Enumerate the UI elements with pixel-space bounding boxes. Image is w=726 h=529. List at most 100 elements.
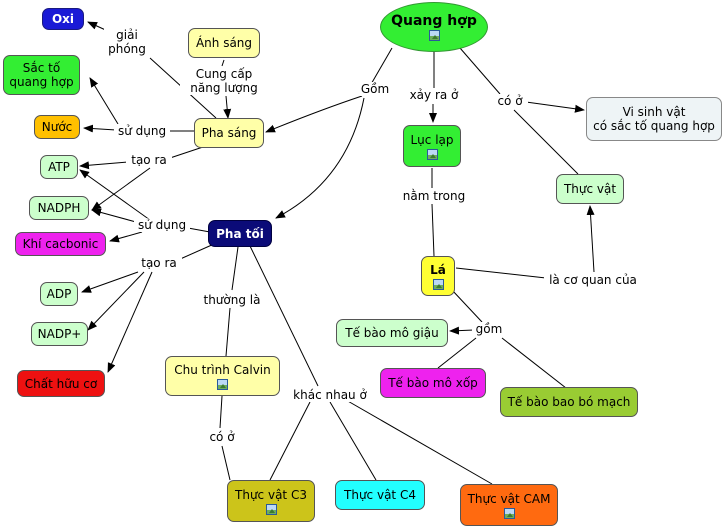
link-label-tao-ra-1: tạo ra: [126, 153, 172, 167]
edge-cungcap-phasang: [223, 95, 232, 119]
node-thuc-vat-c3-label: Thực vật C3: [235, 487, 307, 502]
node-thuc-vat-c3[interactable]: Thực vật C3: [227, 480, 315, 522]
link-label-khac-nhau-o: khác nhau ở: [290, 388, 370, 402]
node-pha-sang[interactable]: Pha sáng: [194, 118, 264, 148]
edge-namtrong-la: [431, 203, 435, 257]
edge-la-gom2: [451, 289, 483, 323]
image-icon: [432, 278, 444, 290]
node-oxi[interactable]: Oxi: [42, 8, 84, 30]
edge-quanghop-gom: [369, 47, 393, 87]
node-te-bao-mo-xop[interactable]: Tế bào mô xốp: [380, 368, 486, 398]
edge-phatoi-thuongla: [231, 246, 239, 291]
node-nadp-label: NADP+: [37, 327, 82, 341]
node-la[interactable]: Lá: [421, 256, 455, 296]
edge-khacnhauo-c4: [329, 401, 377, 481]
node-te-bao-mo-giau-label: Tế bào mô giậu: [345, 326, 439, 340]
image-icon: [265, 503, 277, 515]
edge-khacnhauo-c3: [269, 401, 311, 481]
image-icon: [217, 378, 228, 390]
node-atp-label: ATP: [48, 160, 70, 174]
edge-phatoi-taora2: [177, 243, 215, 261]
node-khi-cacbonic[interactable]: Khí cacbonic: [15, 232, 106, 256]
node-chat-huu-co-label: Chất hữu cơ: [24, 376, 98, 391]
node-khi-cacbonic-label: Khí cacbonic: [22, 237, 99, 251]
edge-taora-atp: [79, 161, 129, 170]
node-atp[interactable]: ATP: [40, 155, 78, 179]
node-nadph[interactable]: NADPH: [29, 196, 89, 220]
edge-anhsang-cungcap: [221, 59, 225, 67]
node-te-bao-mo-xop-label: Tế bào mô xốp: [388, 376, 478, 390]
node-thuc-vat-label: Thực vật: [563, 182, 617, 196]
edge-gom-phatoi: [275, 97, 365, 219]
node-te-bao-bao-bo-mach-label: Tế bào bao bó mạch: [507, 395, 631, 409]
node-te-bao-bao-bo-mach[interactable]: Tế bào bao bó mạch: [500, 387, 638, 417]
node-thuc-vat-cam[interactable]: Thực vật CAM: [460, 484, 558, 526]
edge-thuongla-calvin: [225, 307, 231, 357]
edge-taora2-adp: [81, 271, 139, 293]
node-vi-sinh-vat-label: Vi sinh vật có sắc tố quang hợp: [593, 105, 715, 133]
link-label-co-o-2: có ở: [204, 430, 240, 444]
edge-gom2-moxop: [437, 337, 477, 369]
node-nadph-label: NADPH: [37, 201, 81, 215]
node-luc-lap[interactable]: Lục lạp: [403, 125, 461, 167]
node-adp-label: ADP: [46, 287, 72, 301]
node-chat-huu-co[interactable]: Chất hữu cơ: [17, 370, 105, 397]
node-pha-toi[interactable]: Pha tối: [208, 220, 272, 247]
image-icon: [503, 507, 515, 519]
edge-khacnhauo-cam: [345, 399, 493, 485]
link-label-xay-ra-o: xảy ra ở: [402, 88, 466, 102]
node-thuc-vat-c4[interactable]: Thực vật C4: [335, 480, 425, 510]
node-nuoc[interactable]: Nước: [34, 115, 80, 139]
edge-phatoi-khacnhauo: [249, 245, 319, 387]
link-label-su-dung-2: sử dụng: [134, 218, 190, 232]
edge-taora2-nadp: [87, 271, 145, 331]
link-label-tao-ra-2: tạo ra: [136, 256, 182, 270]
edge-coo-thucvat: [513, 109, 579, 175]
node-pha-sang-label: Pha sáng: [201, 126, 257, 140]
node-anh-sang-label: Ánh sáng: [195, 36, 253, 50]
edge-taora-nadph: [91, 167, 151, 211]
link-label-nam-trong: nằm trong: [398, 189, 470, 203]
node-adp[interactable]: ADP: [40, 282, 78, 306]
node-vi-sinh-vat[interactable]: Vi sinh vật có sắc tố quang hợp: [586, 97, 722, 141]
edge-phatoi-sudung2: [187, 227, 211, 233]
edge-sudung2-nadph: [91, 208, 137, 223]
node-te-bao-mo-giau[interactable]: Tế bào mô giậu: [336, 319, 448, 347]
edge-coo-visinhvat: [525, 101, 585, 113]
edge-la-coquan: [455, 267, 547, 279]
edge-phasang-taora: [169, 145, 207, 159]
node-thuc-vat-cam-label: Thực vật CAM: [467, 491, 551, 506]
node-sac-to[interactable]: Sắc tố quang hợp: [3, 55, 80, 95]
link-label-giai-phong: giải phóng: [104, 28, 150, 56]
node-la-label: Lá: [430, 262, 446, 277]
link-label-su-dung-1: sử dụng: [114, 124, 170, 138]
node-quang-hop[interactable]: Quang hợp: [380, 2, 488, 52]
node-sac-to-label: Sắc tố quang hợp: [9, 61, 74, 89]
edge-gom-phasang: [265, 95, 363, 133]
link-label-gom: Gồm: [356, 82, 394, 96]
node-thuc-vat-c4-label: Thực vật C4: [344, 488, 416, 502]
node-chu-trinh-calvin[interactable]: Chu trình Calvin: [165, 356, 280, 396]
link-label-cung-cap: Cung cấp năng lượng: [180, 67, 268, 95]
edge-sudung-nuoc: [83, 124, 117, 133]
edge-gom2-baobomach: [501, 337, 567, 389]
node-chu-trinh-calvin-label: Chu trình Calvin: [174, 362, 271, 377]
edge-quanghop-coo: [459, 47, 501, 95]
node-thuc-vat[interactable]: Thực vật: [556, 174, 624, 204]
node-anh-sang[interactable]: Ánh sáng: [188, 28, 260, 58]
edge-sudung2-khicacbonic: [109, 231, 143, 243]
node-pha-toi-label: Pha tối: [216, 226, 264, 241]
edge-calvin-coo2: [219, 395, 223, 429]
node-nuoc-label: Nước: [41, 120, 73, 134]
edge-taora2-chathuuco: [107, 271, 153, 373]
edge-gom2-mogiau: [449, 326, 475, 335]
link-label-la-co-quan-cua: là cơ quan của: [544, 273, 642, 287]
node-nadp[interactable]: NADP+: [31, 322, 88, 346]
edge-sudung2-atp: [79, 169, 151, 221]
image-icon: [426, 148, 438, 160]
edge-coquan-thucvat: [586, 205, 595, 273]
link-label-gom-2: gồm: [472, 322, 506, 336]
node-luc-lap-label: Lục lạp: [410, 132, 454, 147]
edge-sudung-sacto: [89, 77, 119, 125]
